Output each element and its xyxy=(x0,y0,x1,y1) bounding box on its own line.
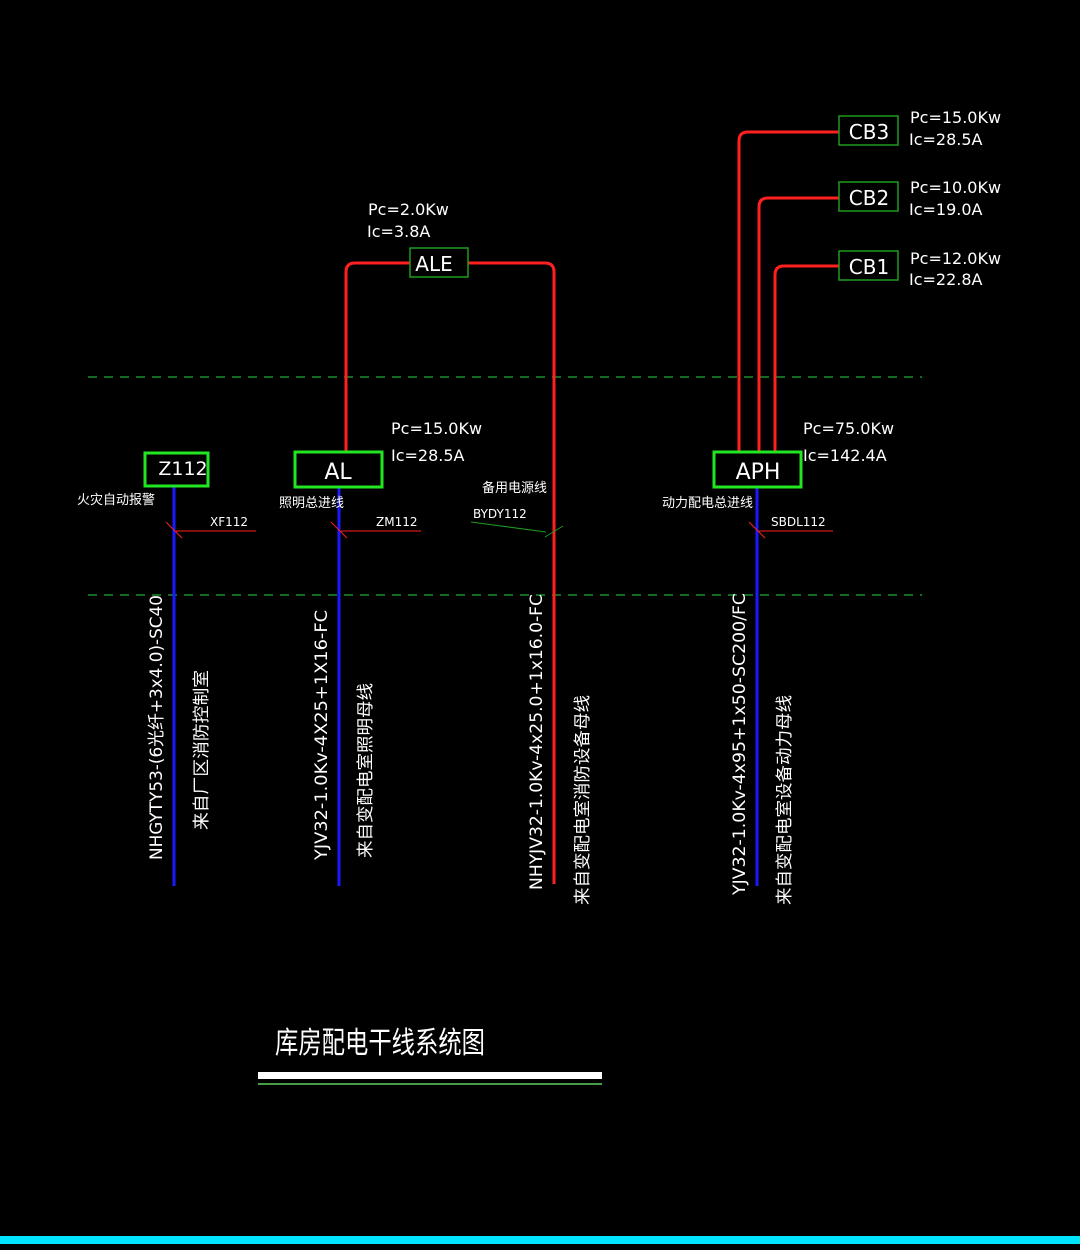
cb3-label: CB3 xyxy=(849,120,889,144)
sbdl112-tag: SBDL112 xyxy=(771,515,826,529)
aph-to-cb3-feeder[interactable] xyxy=(737,130,839,452)
z112-desc: 火灾自动报警 xyxy=(77,492,155,508)
al-ic: Ic=28.5A xyxy=(391,446,465,465)
bydy112-leader xyxy=(544,525,564,538)
z112-panel-box[interactable] xyxy=(143,451,210,488)
ale-pc: Pc=2.0Kw xyxy=(368,200,449,219)
al-cable-spec: YJV32-1.0Kv-4X25+1X16-FC xyxy=(312,610,332,861)
cb3-pc: Pc=15.0Kw xyxy=(910,108,1001,127)
al-panel-box[interactable] xyxy=(293,450,384,489)
aph-desc: 动力配电总进线 xyxy=(662,496,753,511)
z112-cable-spec: NHGYTY53-(6光纤+3x4.0)-SC40 xyxy=(147,595,167,860)
cb2-pc: Pc=10.0Kw xyxy=(910,178,1001,197)
al-pc: Pc=15.0Kw xyxy=(391,419,482,438)
cb3-panel-box[interactable] xyxy=(838,115,899,146)
drawing-title: 库房配电干线系统图 xyxy=(275,1026,485,1061)
title-underline-thick xyxy=(258,1072,602,1079)
bottom-cyan-bar xyxy=(0,1236,1080,1244)
aph-to-cb2-feeder[interactable] xyxy=(757,196,839,452)
ale-ic: Ic=3.8A xyxy=(367,222,430,241)
al-desc: 照明总进线 xyxy=(279,496,344,511)
zm112-tag: ZM112 xyxy=(376,515,417,529)
bydy112-tag: BYDY112 xyxy=(473,507,527,521)
cb2-panel-box[interactable] xyxy=(838,181,899,212)
cb3-ic: Ic=28.5A xyxy=(909,130,983,149)
al-to-ale-feeder[interactable] xyxy=(344,261,410,452)
aph-cable-spec: YJV32-1.0Kv-4x95+1x50-SC200/FC xyxy=(730,593,750,896)
aph-to-cb1-feeder[interactable] xyxy=(773,264,839,452)
cb1-label: CB1 xyxy=(849,255,889,279)
cb1-ic: Ic=22.8A xyxy=(909,270,983,289)
xf112-tag: XF112 xyxy=(210,515,248,529)
bydy-cable-spec: NHYJV32-1.0Kv-4x25.0+1x16.0-FC xyxy=(527,594,547,890)
bydy-desc: 备用电源线 xyxy=(482,480,547,496)
bydy112-underline xyxy=(470,521,547,533)
ale-panel-box[interactable] xyxy=(409,247,469,278)
al-source: 来自变配电室照明母线 xyxy=(356,683,376,858)
zm112-leader xyxy=(330,521,348,539)
cb1-pc: Pc=12.0Kw xyxy=(910,249,1001,268)
z112-label: Z112 xyxy=(158,458,207,480)
sbdl112-leader xyxy=(748,521,766,539)
aph-label: APH xyxy=(736,460,781,485)
bydy-source: 来自变配电室消防设备母线 xyxy=(573,695,593,905)
xf112-leader xyxy=(165,521,183,539)
cb1-panel-box[interactable] xyxy=(838,250,899,281)
ale-to-backup-feeder[interactable] xyxy=(468,261,556,884)
z112-source: 来自厂区消防控制室 xyxy=(192,670,212,830)
aph-panel-box[interactable] xyxy=(712,450,803,489)
aph-pc: Pc=75.0Kw xyxy=(803,419,894,438)
aph-source: 来自变配电室设备动力母线 xyxy=(775,695,795,905)
al-label: AL xyxy=(324,460,352,485)
aph-ic: Ic=142.4A xyxy=(803,446,887,465)
ale-label: ALE xyxy=(415,252,452,276)
cb2-label: CB2 xyxy=(849,186,889,210)
cb2-ic: Ic=19.0A xyxy=(909,200,983,219)
